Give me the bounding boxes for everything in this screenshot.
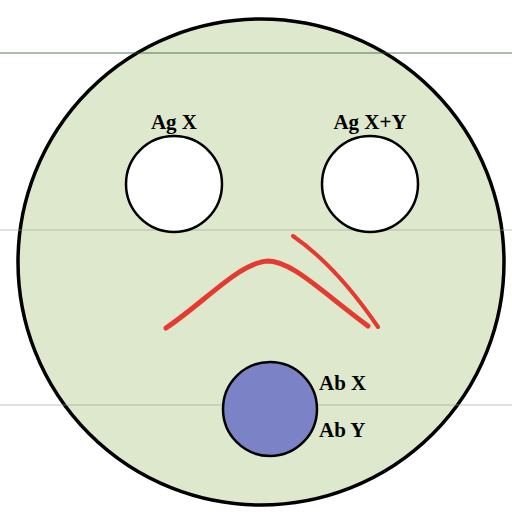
well-shape — [124, 134, 224, 234]
well-shape — [221, 360, 319, 458]
agar-plate — [18, 19, 504, 505]
precipitin-line — [166, 261, 368, 328]
sample-well: Ag X+Y — [310, 110, 430, 234]
sample-well: Ab X Ab Y — [221, 360, 366, 458]
scan-line — [0, 53, 512, 54]
sample-well: Ag X — [114, 110, 234, 234]
antibody-label: Ab X — [319, 371, 366, 395]
well-shape — [320, 134, 420, 234]
antibody-label: Ab Y — [319, 418, 366, 442]
well-circle — [126, 136, 222, 232]
scan-line — [0, 230, 512, 231]
well-circle — [223, 362, 317, 456]
precipitin-spur — [293, 236, 378, 327]
well-circle — [322, 136, 418, 232]
label-column: Ab X Ab Y — [319, 360, 366, 442]
antigen-label: Ag X+Y — [333, 110, 406, 134]
antigen-label: Ag X — [151, 110, 197, 134]
